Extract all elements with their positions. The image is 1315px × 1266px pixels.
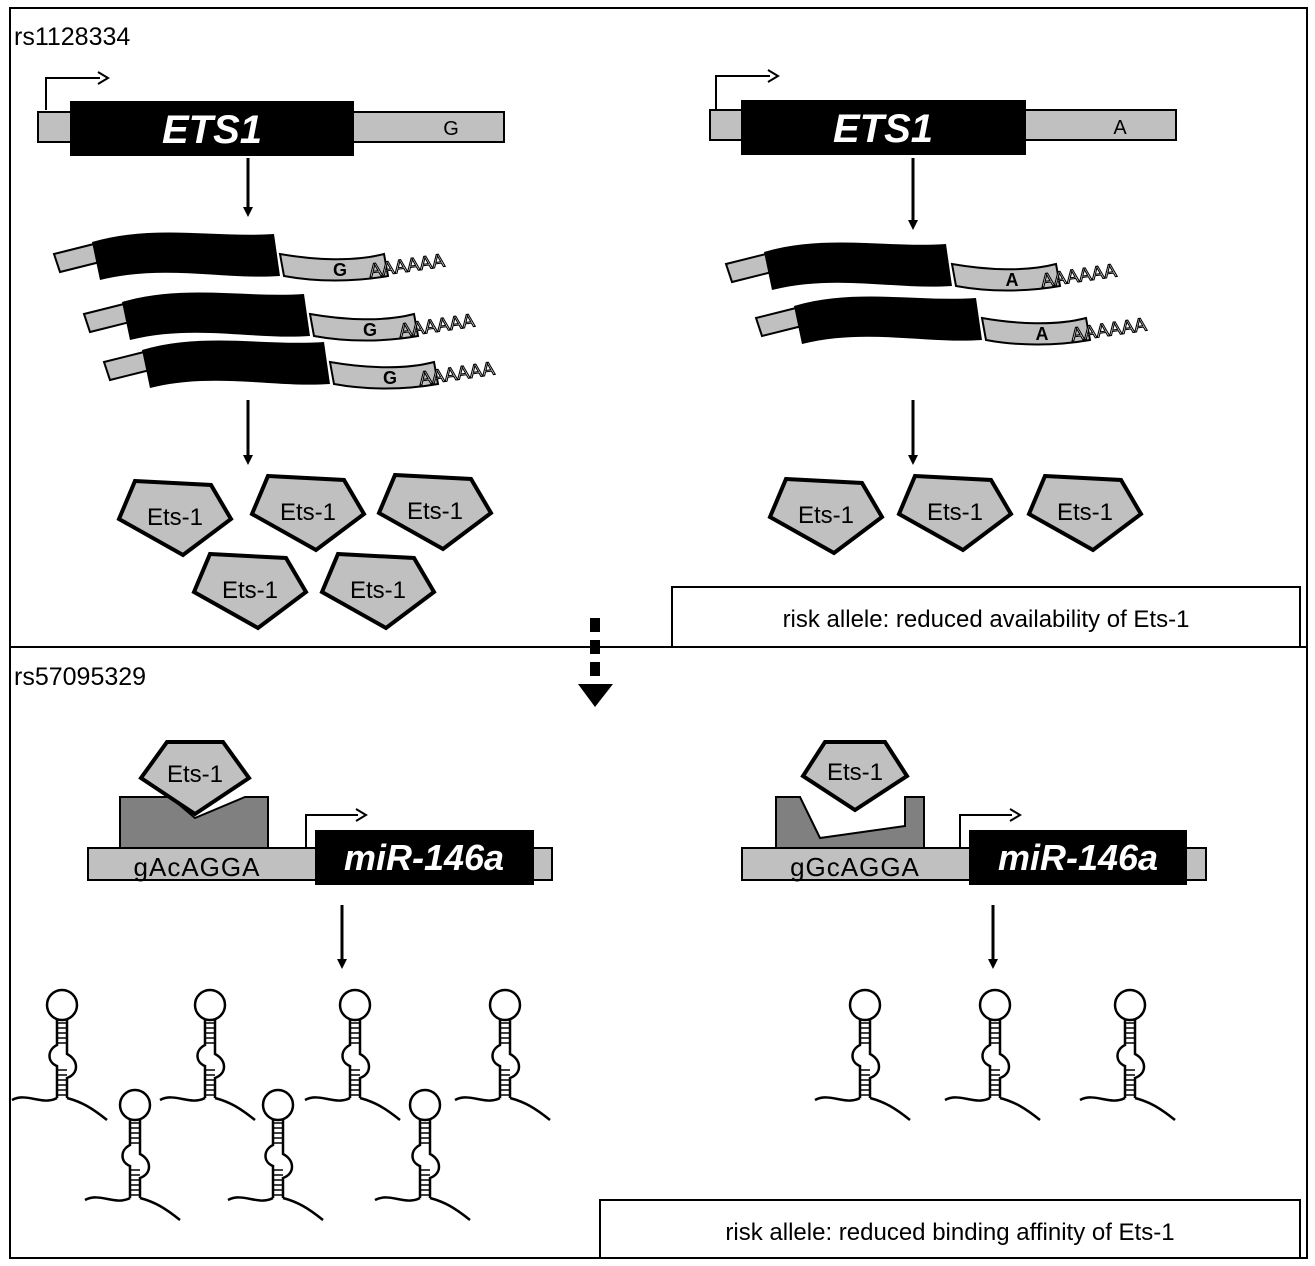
svg-text:Ets-1: Ets-1 (222, 577, 278, 604)
ets1-protein: Ets-1 (249, 473, 367, 553)
ets1-protein: Ets-1 (767, 476, 885, 556)
ets1-protein: Ets-1 (896, 473, 1014, 553)
mirna-hairpin-icon (159, 988, 256, 1121)
promoter-arrow-icon (45, 77, 100, 110)
mirna-hairpin-icon (374, 1088, 471, 1221)
gene-name: miR-146a (344, 837, 504, 878)
mir146a-gene-gaca: gAcAGGA miR-146a Ets-1 (87, 740, 553, 885)
mirna-hairpin-icon (227, 1088, 324, 1221)
motif-sequence: gGcAGGA (790, 852, 920, 882)
svg-text:Ets-1: Ets-1 (827, 759, 883, 786)
svg-text:Ets-1: Ets-1 (147, 504, 203, 531)
mirna-hairpin-icon (454, 988, 551, 1121)
panel-label-top: rs1128334 (14, 23, 130, 51)
svg-text:Ets-1: Ets-1 (167, 761, 223, 788)
mirna-hairpin-icon (1079, 988, 1176, 1121)
ets1-protein: Ets-1 (116, 478, 234, 558)
mirna-hairpin-icon (11, 988, 108, 1121)
promoter-arrow-icon (305, 814, 358, 848)
allele-label: A (1113, 117, 1127, 139)
binding-site (775, 796, 925, 849)
mrna-allele: A (1006, 270, 1019, 290)
mrna-molecule: G AAAAAA (52, 232, 447, 283)
gene-box (70, 101, 354, 156)
gene-box (969, 830, 1187, 885)
mrna-molecule: G AAAAAA (82, 292, 477, 343)
mrna-allele: A (1036, 324, 1049, 344)
caption-box (671, 586, 1301, 648)
dashed-arrow-icon (578, 618, 613, 707)
allele-label: G (443, 118, 459, 140)
motif-sequence: gAcAGGA (134, 852, 261, 882)
ets1-protein-unbound: Ets-1 (800, 740, 910, 813)
promoter-arrow-icon (715, 75, 770, 110)
mir146a-gene-ggca: gGcAGGA miR-146a Ets-1 (741, 740, 1207, 885)
hairpin-group (11, 988, 1176, 1221)
svg-text:Ets-1: Ets-1 (1057, 499, 1113, 526)
mirna-hairpin-icon (84, 1088, 181, 1221)
gene-box (315, 830, 534, 885)
gene-name: miR-146a (998, 837, 1158, 878)
mirna-hairpin-icon (304, 988, 401, 1121)
mrna-allele: G (333, 260, 347, 280)
promoter-arrow-icon (959, 814, 1012, 848)
svg-text:Ets-1: Ets-1 (407, 498, 463, 525)
ets1-protein: Ets-1 (191, 551, 309, 631)
ets1-gene-g: ETS1 G (37, 71, 505, 156)
mrna-molecule: A AAAAAA (724, 242, 1119, 293)
mrna-allele: G (383, 368, 397, 388)
gene-name: ETS1 (833, 107, 933, 151)
ets1-protein: Ets-1 (319, 551, 437, 631)
svg-text:Ets-1: Ets-1 (798, 502, 854, 529)
panel-label-bottom: rs57095329 (14, 663, 146, 691)
mrna-molecule: A AAAAAA (754, 296, 1149, 347)
gene-box (741, 100, 1026, 155)
mirna-hairpin-icon (814, 988, 911, 1121)
binding-site (119, 796, 269, 849)
ets1-protein: Ets-1 (376, 472, 494, 552)
caption-box (599, 1199, 1301, 1259)
svg-text:Ets-1: Ets-1 (927, 499, 983, 526)
mrna-molecule: G AAAAAA (102, 340, 497, 391)
caption-top: risk allele: reduced availability of Ets… (783, 606, 1190, 633)
mrna-allele: G (363, 320, 377, 340)
ets1-protein-bound: Ets-1 (138, 740, 252, 817)
mirna-hairpin-icon (944, 988, 1041, 1121)
ets1-protein: Ets-1 (1026, 473, 1144, 553)
gene-name: ETS1 (162, 108, 262, 152)
caption-bottom: risk allele: reduced binding affinity of… (725, 1219, 1174, 1246)
svg-text:Ets-1: Ets-1 (280, 499, 336, 526)
ets1-gene-a: ETS1 A (709, 69, 1177, 155)
svg-text:Ets-1: Ets-1 (350, 577, 406, 604)
